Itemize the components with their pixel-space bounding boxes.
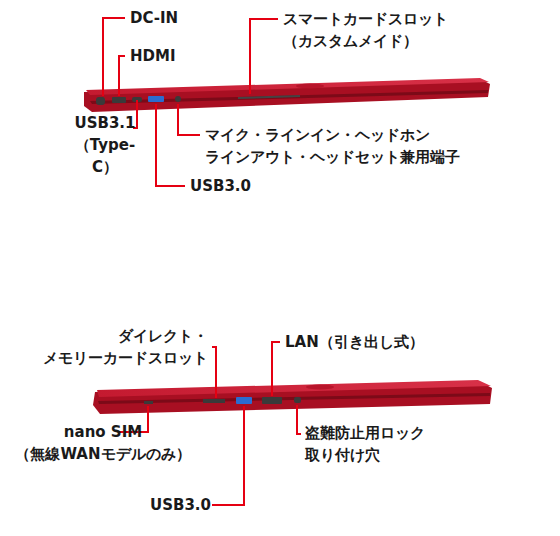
port-label: マイク・ラインイン・ヘッドホン ラインアウト・ヘッドセット兼用端子 [205,124,473,168]
port-label: スマートカードスロット （カスタムメイド） [283,8,473,52]
port-label: HDMI [130,45,176,67]
port-label: 盗難防止用ロック 取り付け穴 [305,422,455,466]
port-label: nano SIM （無線WANモデルのみ） [10,421,196,465]
port-label: DC-IN [130,7,178,29]
laptop-bottom [93,380,492,414]
port-label: ダイレクト・ メモリーカードスロット [30,325,208,369]
port-label: LAN（引き出し式） [285,331,424,353]
port-label: USB3.0 [150,494,211,516]
port-label: USB3.1 （Type-C） [62,112,148,178]
port-label: USB3.0 [190,175,251,197]
laptop-top [84,78,490,112]
